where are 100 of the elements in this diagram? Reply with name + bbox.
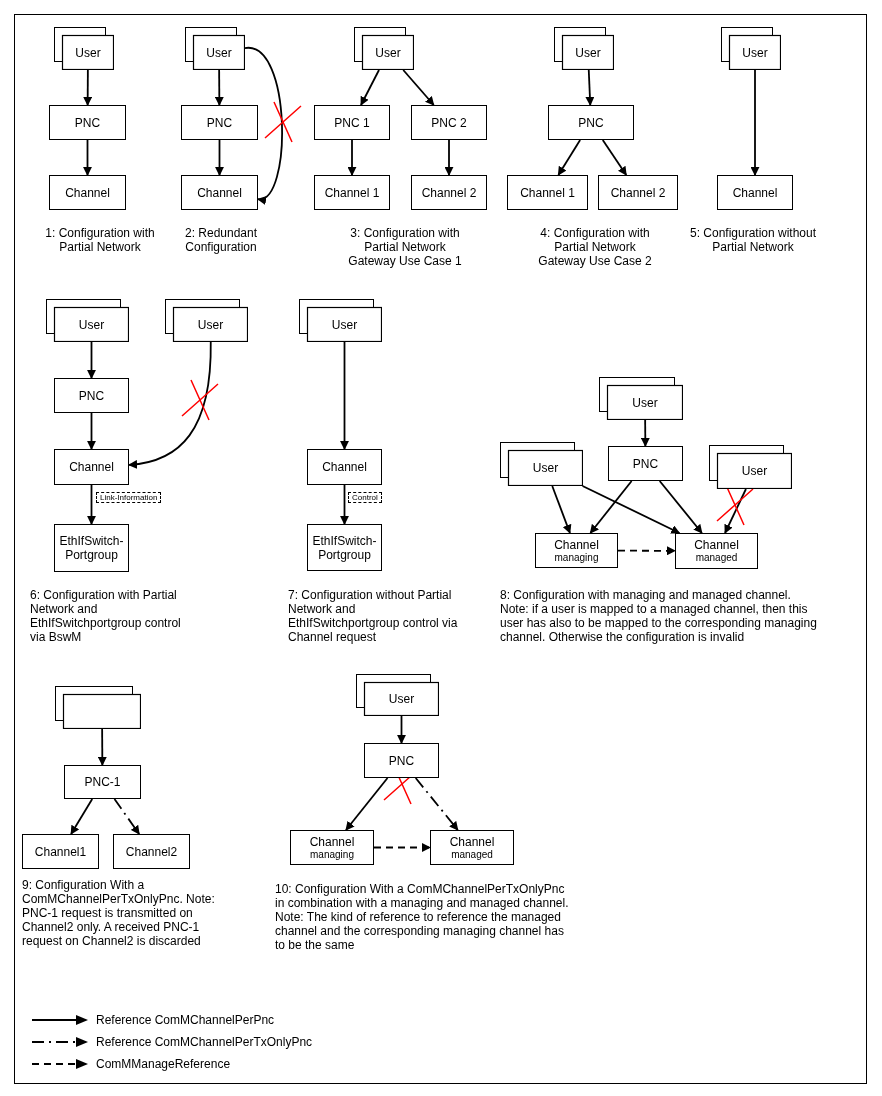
stacked-box — [185, 27, 245, 70]
arrow — [215, 139, 224, 176]
stacked-box — [55, 686, 141, 729]
caption-text: 4: Configuration with Partial Network Gateway Use Case 2 — [537, 226, 653, 268]
node-label: PNC-1 — [84, 775, 121, 789]
process-box — [22, 834, 99, 869]
arrow — [70, 798, 94, 835]
stacked-box — [165, 299, 248, 342]
process-box — [507, 175, 588, 210]
node-label: Channel 2 — [421, 185, 477, 200]
process-box — [307, 449, 382, 485]
arrow — [724, 488, 747, 534]
node-label: Channel1 — [34, 844, 87, 859]
arrow — [601, 139, 628, 176]
node-label: Channel — [197, 185, 242, 200]
node-label: PNC — [388, 753, 415, 768]
node-label: Channel — [694, 538, 739, 552]
caption-text: 9: Configuration With a ComMChannelPerTxOnlyPnc. Note: PNC-1 request is transmitted on Channel2 only. A received PNC-1 request on Channel2 is discarded — [22, 878, 216, 948]
caption-text: 1: Configuration with Partial Network — [44, 226, 156, 254]
caption-text: 6: Configuration with Partial Network and EthIfSwitchportgroup control via BswM — [30, 588, 182, 644]
caption-text: 7: Configuration without Partial Network and EthIfSwitchportgroup control via Channel request — [288, 588, 458, 644]
process-box — [49, 175, 126, 210]
node-label: Channel — [65, 185, 110, 200]
arrow — [340, 484, 349, 525]
arrow — [589, 480, 633, 534]
arrow — [214, 69, 224, 106]
process-box — [717, 175, 793, 210]
arrow — [128, 341, 212, 469]
edge-label: Link-Information — [96, 492, 162, 503]
arrow — [557, 139, 582, 176]
caption-text: 2: Redundant Configuration — [183, 226, 259, 254]
process-box — [49, 105, 126, 140]
arrow — [345, 777, 389, 831]
node-sublabel: managing — [554, 551, 599, 564]
process-box — [314, 105, 390, 140]
arrow — [83, 69, 93, 106]
process-box — [54, 449, 129, 485]
arrow — [97, 728, 107, 766]
node-label: Channel — [69, 460, 114, 474]
process-box — [64, 765, 141, 799]
stacked-box — [721, 27, 781, 70]
node-label: Channel 1 — [520, 185, 575, 200]
process-box — [548, 105, 634, 140]
arrow — [87, 412, 96, 450]
node-label: User — [532, 461, 559, 475]
node-label: User — [331, 317, 358, 332]
process-box — [411, 105, 487, 140]
arrow — [444, 139, 454, 176]
node-label: User — [388, 692, 415, 706]
node-sublabel: managed — [695, 552, 738, 564]
arrow — [585, 69, 595, 106]
node-label: PNC — [74, 115, 101, 130]
node-label: PNC — [632, 456, 659, 471]
legend-text: Reference ComMChannelPerTxOnlyPnc — [96, 1035, 313, 1049]
legend-text: ComMManageReference — [96, 1057, 231, 1071]
arrow — [87, 341, 96, 379]
stacked-box — [54, 27, 114, 70]
process-box — [535, 533, 618, 568]
node-label: PNC 1 — [334, 115, 370, 130]
node-label: Channel — [309, 834, 355, 849]
arrow — [244, 47, 283, 202]
process-box — [181, 175, 258, 210]
node-label: User — [741, 464, 768, 478]
node-label: User — [375, 45, 401, 60]
arrow — [551, 485, 572, 534]
process-box — [113, 834, 190, 869]
arrow — [750, 69, 760, 176]
caption-text: 3: Configuration with Partial Network Gateway Use Case 1 — [347, 226, 463, 268]
process-box — [430, 830, 514, 865]
node-label: User — [206, 45, 232, 60]
arrow — [340, 341, 349, 450]
node-label: Channel 1 — [324, 185, 380, 200]
node-label: PNC — [206, 115, 233, 130]
process-box — [364, 743, 439, 778]
caption-text: 5: Configuration without Partial Network — [688, 226, 818, 254]
arrow — [397, 715, 406, 744]
node-label: Channel — [732, 185, 778, 200]
process-box — [608, 446, 683, 481]
node-sublabel: managing — [310, 848, 354, 861]
process-box — [314, 175, 390, 210]
arrow — [87, 484, 96, 525]
node-label: User — [197, 317, 224, 332]
process-box — [290, 830, 374, 865]
stacked-box — [709, 445, 792, 489]
stacked-box — [500, 442, 583, 486]
node-label: User — [575, 45, 601, 60]
caption-text: 8: Configuration with managing and managed channel. Note: if a user is mapped to a managed channel, then this user has also to be mapped to the corresponding managing channel. Otherwise the configuration is invalid — [500, 588, 818, 644]
arrow — [640, 419, 650, 447]
stacked-box — [299, 299, 382, 342]
legend-text: Reference ComMChannelPerPnc — [96, 1013, 275, 1027]
arrow — [373, 843, 431, 852]
node-label: EthIfSwitch- Portgroup — [311, 533, 378, 562]
process-box — [54, 378, 129, 413]
stacked-box — [356, 674, 439, 716]
stacked-box — [599, 377, 683, 420]
node-label: User — [78, 317, 105, 332]
node-label: EthIfSwitch- Portgroup — [58, 534, 125, 562]
edge-label: Control — [348, 492, 382, 503]
node-sublabel: managed — [451, 848, 493, 861]
node-label: Channel — [449, 834, 495, 849]
